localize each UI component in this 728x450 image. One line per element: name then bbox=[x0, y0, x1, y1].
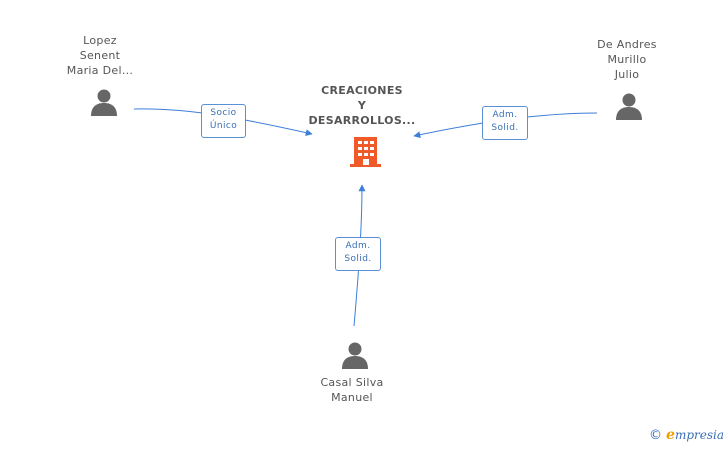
person-name-lopez[interactable]: Lopez Senent Maria Del... bbox=[50, 33, 150, 78]
person-name-line: Julio bbox=[614, 68, 640, 81]
relation-label-line: Solid. bbox=[491, 123, 519, 133]
person-icon bbox=[616, 93, 642, 120]
person-name-line: Senent bbox=[79, 49, 121, 62]
relation-label-line: Adm. bbox=[492, 110, 518, 120]
person-name-line: Lopez bbox=[83, 34, 117, 47]
company-name-line: CREACIONES bbox=[321, 84, 403, 97]
person-name-line: Manuel bbox=[331, 391, 373, 404]
relation-label-line: Adm. bbox=[345, 241, 371, 251]
company-name-line: DESARROLLOS... bbox=[308, 114, 416, 127]
brand-footer[interactable]: © empresia bbox=[649, 426, 724, 444]
relation-label-lopez: Socio Único bbox=[201, 104, 246, 138]
person-name-casal[interactable]: Casal Silva Manuel bbox=[302, 375, 402, 405]
person-name-line: Casal Silva bbox=[320, 376, 384, 389]
relation-label-line: Socio bbox=[210, 108, 237, 118]
person-name-deandres[interactable]: De Andres Murillo Julio bbox=[577, 37, 677, 82]
brand-logo: empresia bbox=[666, 427, 724, 443]
company-name[interactable]: CREACIONES Y DESARROLLOS... bbox=[302, 83, 422, 128]
relation-label-casal: Adm. Solid. bbox=[335, 237, 381, 271]
relation-label-line: Único bbox=[209, 121, 238, 131]
person-name-line: De Andres bbox=[597, 38, 657, 51]
brand-logo-e: e bbox=[666, 427, 675, 443]
relation-label-line: Solid. bbox=[344, 254, 372, 264]
person-name-line: Maria Del... bbox=[66, 64, 134, 77]
building-icon bbox=[350, 137, 381, 167]
person-name-line: Murillo bbox=[607, 53, 647, 66]
brand-logo-text: mpresia bbox=[674, 428, 724, 442]
relation-label-deandres: Adm. Solid. bbox=[482, 106, 528, 140]
person-icon bbox=[91, 89, 117, 116]
company-name-line: Y bbox=[357, 99, 367, 112]
copyright-icon: © bbox=[649, 427, 663, 443]
person-icon bbox=[342, 342, 368, 369]
